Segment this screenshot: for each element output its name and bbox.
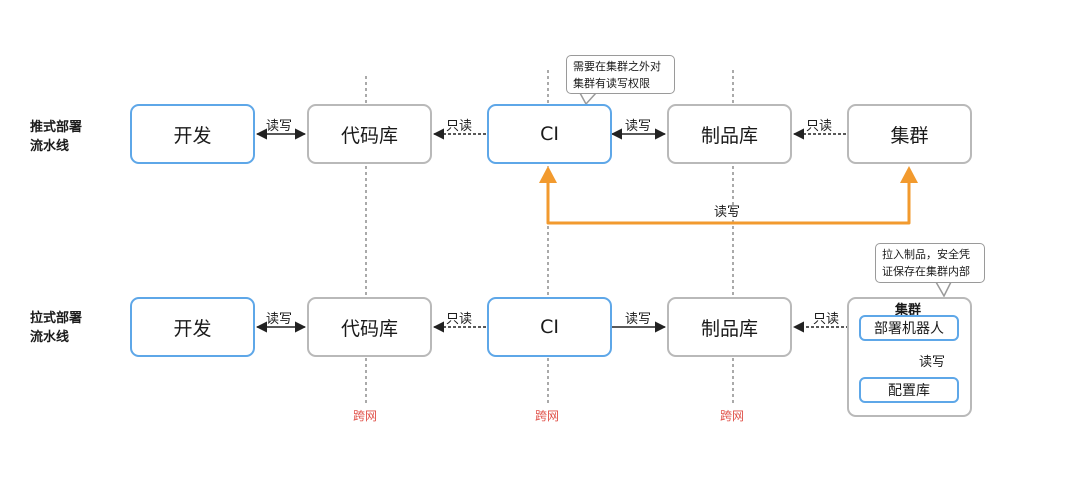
push-edge-dev-repo-label: 读写 bbox=[266, 119, 293, 134]
pull-callout: 拉入制品，安全凭 证保存在集群内部 bbox=[875, 243, 985, 283]
pull-callout-line2: 证保存在集群内部 bbox=[882, 265, 970, 278]
pull-cluster-title: 集群 bbox=[895, 303, 922, 318]
push-edge-repo-ci-label: 只读 bbox=[446, 119, 473, 134]
push-edge-artifact-cluster-label: 只读 bbox=[806, 119, 833, 134]
network-boundary-label-2: 跨网 bbox=[535, 409, 560, 423]
push-arrow-ci-cluster bbox=[539, 166, 918, 225]
push-node-ci: CI bbox=[487, 104, 612, 164]
pull-cluster-config: 配置库 bbox=[859, 377, 959, 403]
push-row-label: 推式部署 流水线 bbox=[30, 118, 82, 156]
push-node-cluster: 集群 bbox=[847, 104, 972, 164]
pull-callout-line1: 拉入制品，安全凭 bbox=[882, 248, 970, 261]
push-node-artifact: 制品库 bbox=[667, 104, 792, 164]
pull-node-artifact: 制品库 bbox=[667, 297, 792, 357]
network-boundary-label-3: 跨网 bbox=[720, 409, 745, 423]
push-node-dev: 开发 bbox=[130, 104, 255, 164]
pull-row-label-line2: 流水线 bbox=[30, 330, 70, 345]
push-edge-ci-artifact-label: 读写 bbox=[625, 119, 652, 134]
pull-edge-dev-repo-label: 读写 bbox=[266, 312, 293, 327]
pull-edge-repo-ci-label: 只读 bbox=[446, 312, 473, 327]
pull-edge-ci-artifact-label: 读写 bbox=[625, 312, 652, 327]
push-row-label-line2: 流水线 bbox=[30, 139, 70, 154]
pull-edge-artifact-cluster-label: 只读 bbox=[813, 312, 840, 327]
push-edge-ci-cluster-label: 读写 bbox=[714, 205, 741, 220]
push-row-label-line1: 推式部署 bbox=[30, 120, 83, 135]
pull-row-label: 拉式部署 流水线 bbox=[30, 309, 82, 347]
pull-node-repo: 代码库 bbox=[307, 297, 432, 357]
pull-callout-tail bbox=[935, 281, 952, 298]
push-callout-line2: 集群有读写权限 bbox=[573, 77, 650, 90]
push-callout: 需要在集群之外对 集群有读写权限 bbox=[566, 55, 675, 94]
pull-cluster-inner-edge-label: 读写 bbox=[919, 355, 946, 370]
pull-cluster-robot: 部署机器人 bbox=[859, 315, 959, 341]
pull-node-dev: 开发 bbox=[130, 297, 255, 357]
push-callout-line1: 需要在集群之外对 bbox=[573, 60, 661, 73]
pull-node-ci: CI bbox=[487, 297, 612, 357]
push-node-repo: 代码库 bbox=[307, 104, 432, 164]
push-callout-tail bbox=[579, 92, 597, 106]
network-boundary-label-1: 跨网 bbox=[353, 409, 378, 423]
pull-row-label-line1: 拉式部署 bbox=[30, 311, 83, 326]
